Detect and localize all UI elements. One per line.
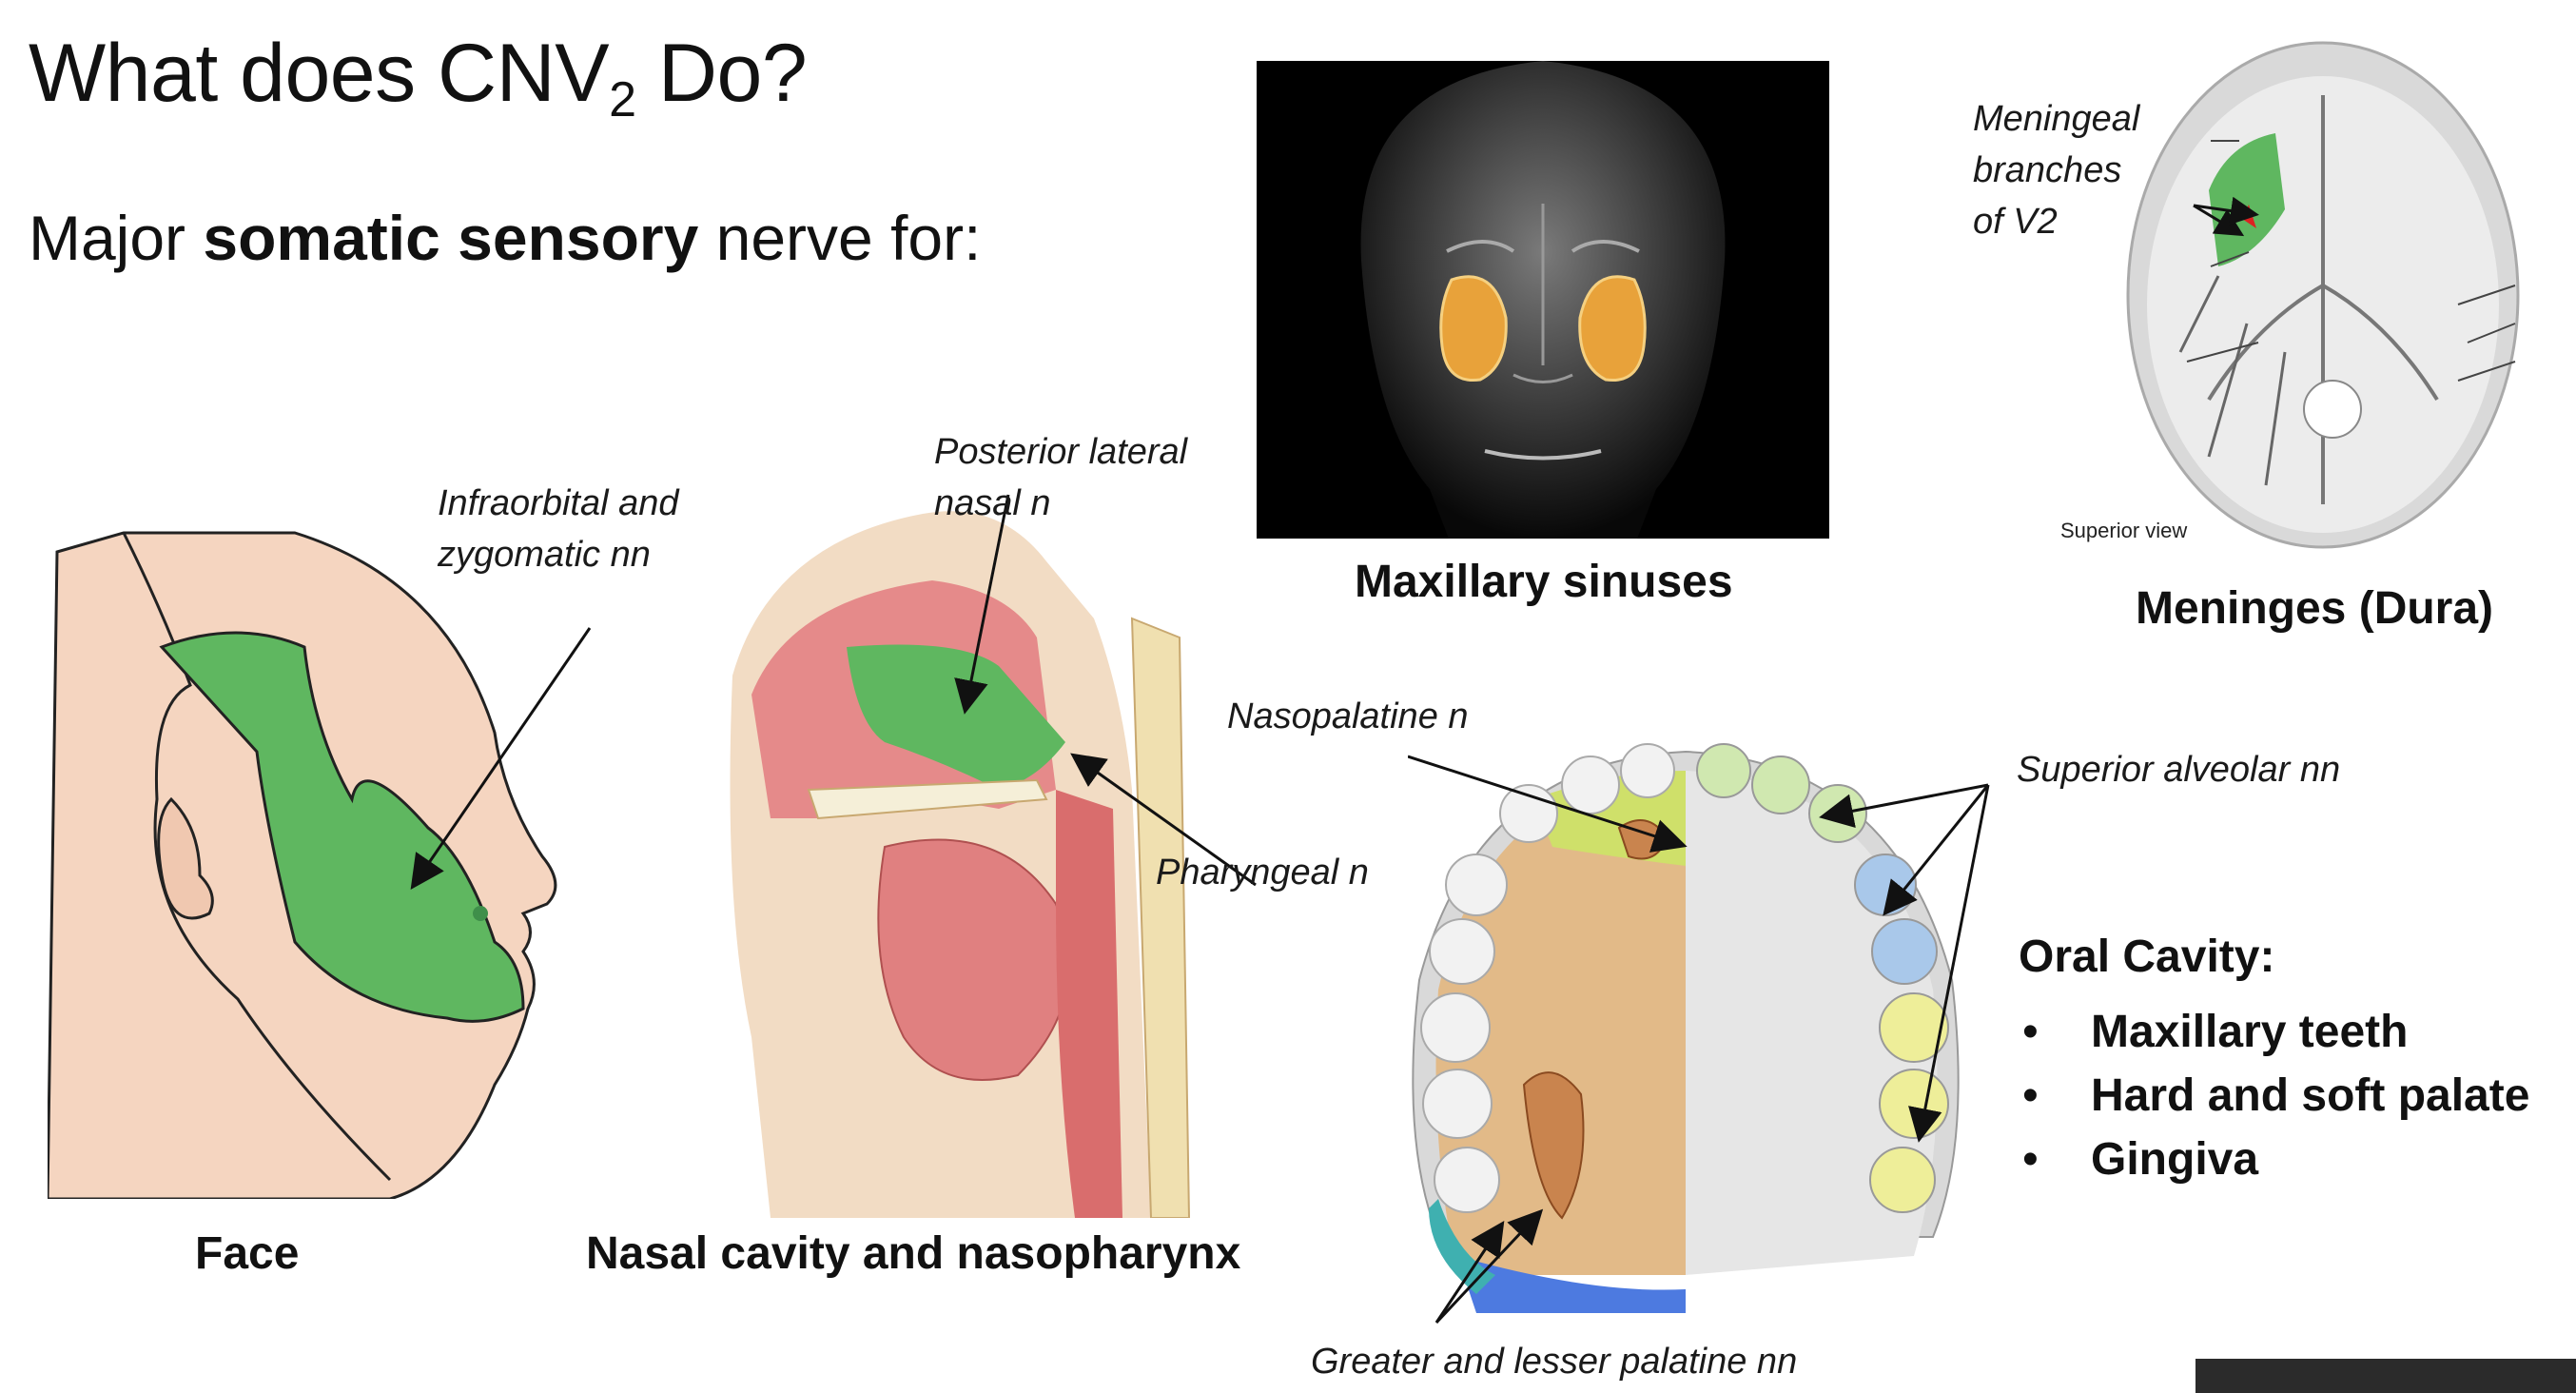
meningeal-arrows (2186, 140, 2516, 382)
bullet-icon: • (2022, 1007, 2039, 1057)
infraorbital-arrow (410, 627, 592, 890)
list-item: •Gingiva (2019, 1128, 2529, 1191)
nasal-cavity-illustration (730, 511, 1191, 1218)
oral-cavity-list: Oral Cavity: •Maxillary teeth •Hard and … (2019, 931, 2529, 1191)
slide-subtitle: Major somatic sensory nerve for: (29, 203, 982, 273)
label-superior-alveolar: Superior alveolar nn (2017, 750, 2341, 790)
list-item: •Maxillary teeth (2019, 1000, 2529, 1064)
maxillary-sinus-image (1257, 61, 1829, 539)
caption-face: Face (195, 1228, 300, 1279)
label-pharyngeal: Pharyngeal n (1156, 853, 1369, 893)
palate-arrows (1408, 755, 1990, 1324)
face-illustration (48, 531, 557, 1199)
caption-nasal-cavity: Nasal cavity and nasopharynx (586, 1228, 1241, 1279)
subtitle-emphasis: somatic sensory (203, 203, 699, 273)
bullet-icon: • (2022, 1134, 2039, 1185)
caption-meninges: Meninges (Dura) (2136, 583, 2494, 634)
meninges-image (2126, 41, 2520, 549)
nasal-arrows (954, 494, 1257, 887)
title-subscript: 2 (609, 72, 636, 128)
palate-illustration (1412, 743, 1960, 1313)
label-nasopalatine: Nasopalatine n (1227, 696, 1469, 736)
bullet-icon: • (2022, 1070, 2039, 1121)
caption-maxillary-sinuses: Maxillary sinuses (1355, 557, 1733, 607)
label-superior-view: Superior view (2060, 519, 2188, 542)
list-item: •Hard and soft palate (2019, 1064, 2529, 1128)
webcam-overlay (2195, 1359, 2576, 1393)
slide-title: What does CNV2 Do? (29, 28, 808, 128)
label-palatine: Greater and lesser palatine nn (1311, 1342, 1798, 1382)
oral-cavity-header: Oral Cavity: (2019, 932, 2275, 982)
